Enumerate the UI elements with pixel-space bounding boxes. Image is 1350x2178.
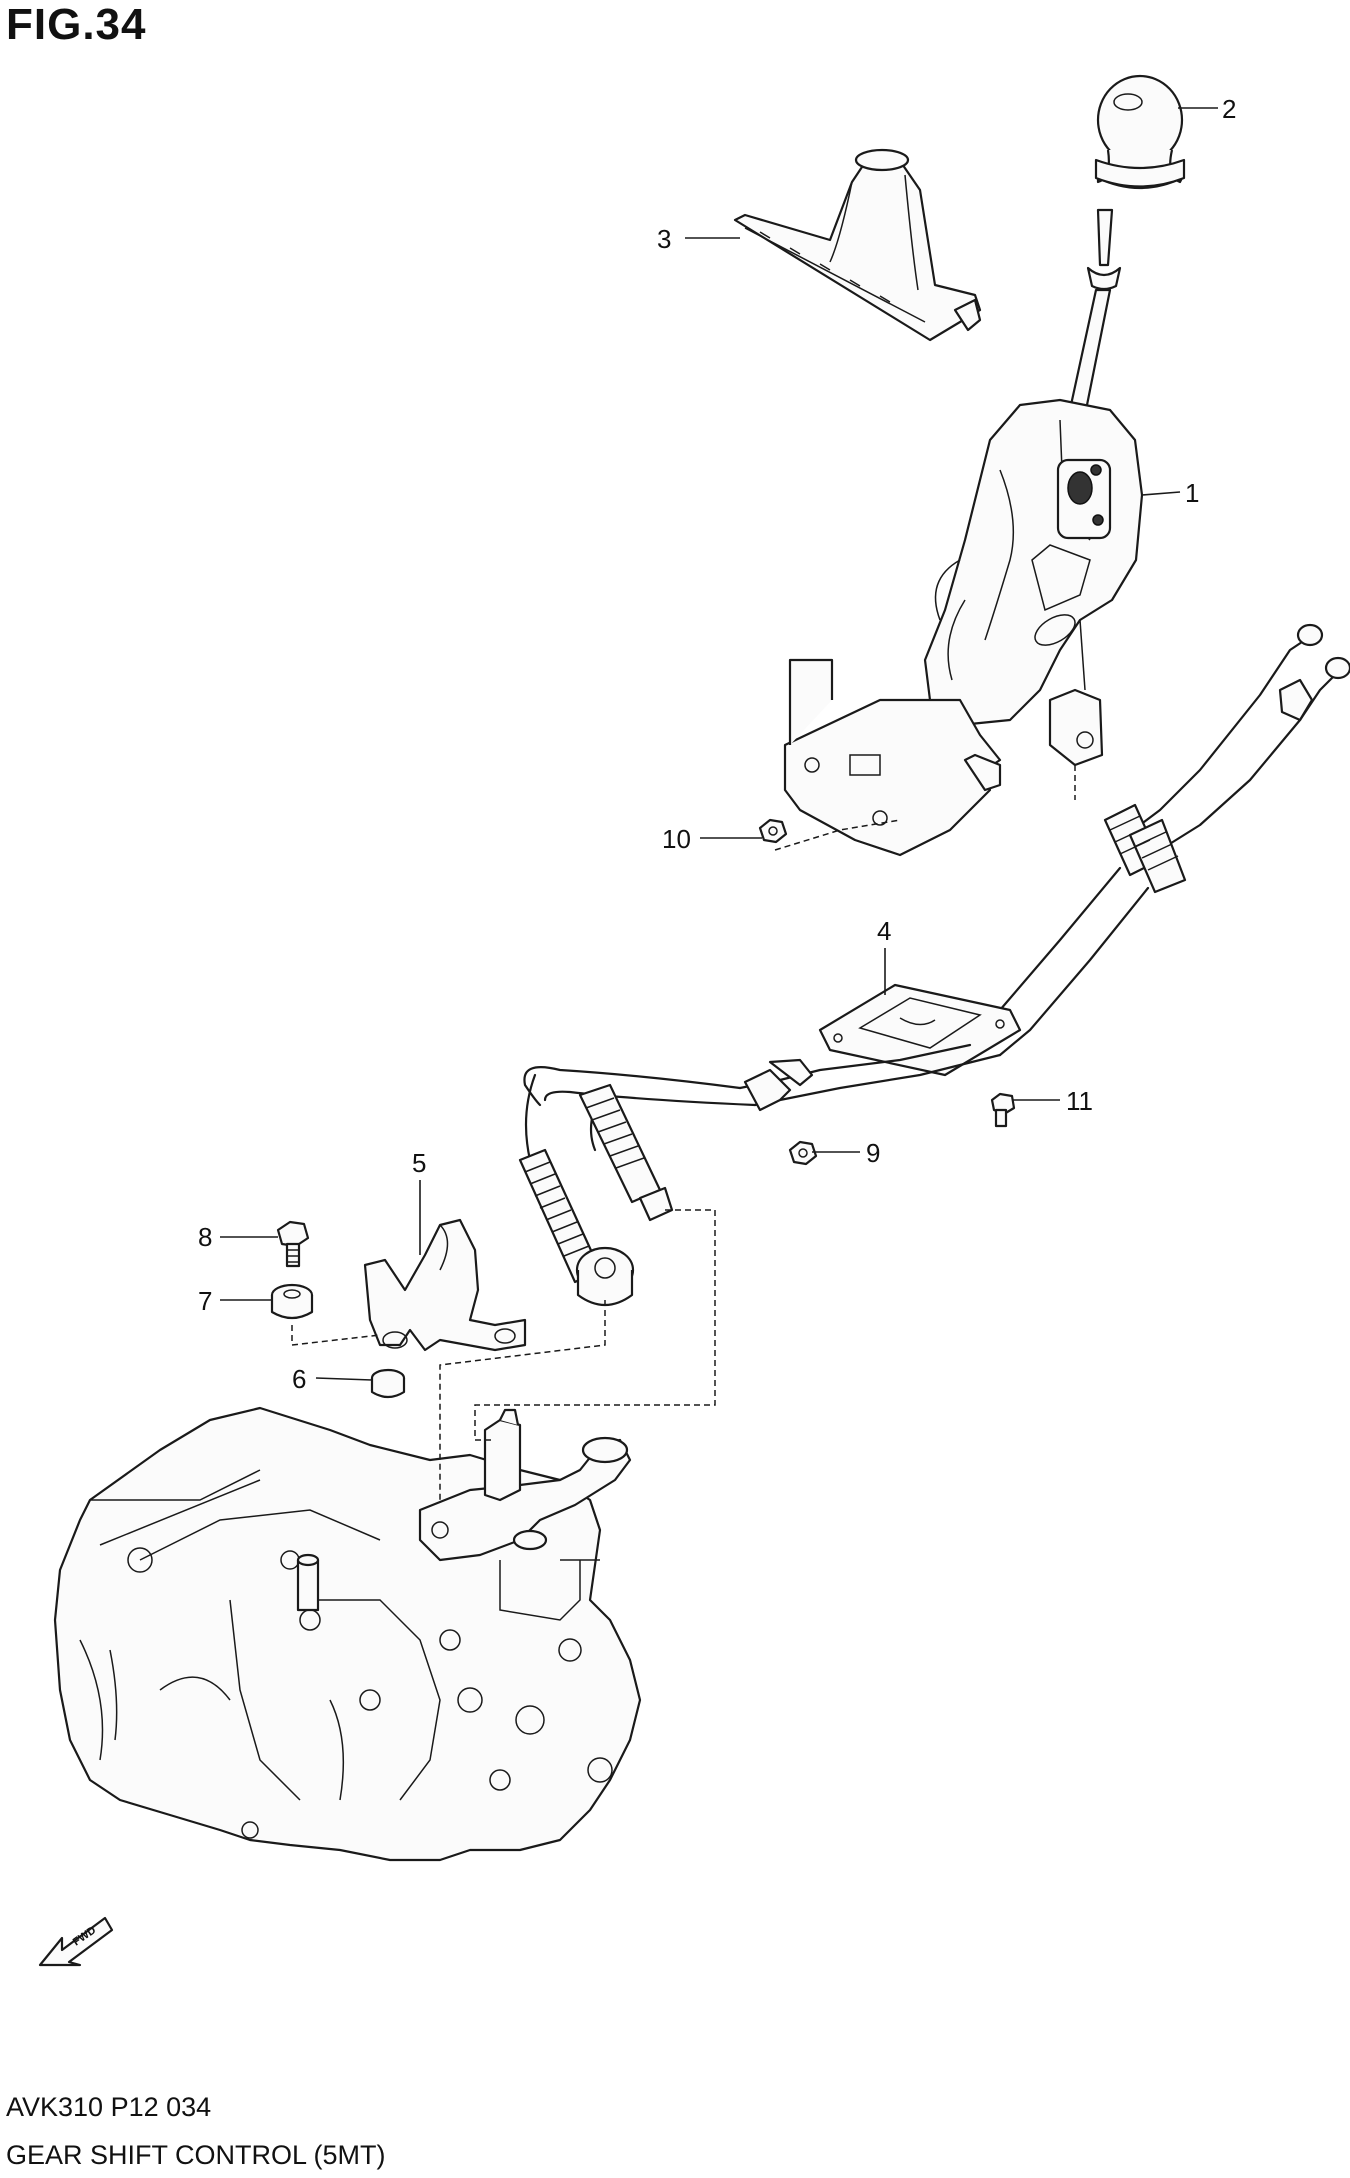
gear-shift-lever-assembly[interactable]	[783, 208, 1144, 857]
nut-9[interactable]	[788, 1140, 818, 1166]
collar-6[interactable]	[370, 1368, 406, 1399]
assembly-reference-lines	[291, 765, 1076, 1500]
callout-numbers: 2 3 1 4 5 6 7 8 9 10 11	[198, 94, 1236, 1394]
bolt-11[interactable]	[990, 1092, 1016, 1128]
callout-11: 11	[1066, 1086, 1093, 1116]
callout-7: 7	[198, 1286, 212, 1316]
callout-2: 2	[1222, 94, 1236, 124]
diagram-caption: GEAR SHIFT CONTROL (5MT)	[6, 2140, 386, 2170]
callout-1: 1	[1185, 478, 1199, 508]
figure-title: FIG.34	[6, 0, 147, 49]
callout-10: 10	[662, 824, 691, 854]
nut-10[interactable]	[758, 818, 788, 844]
forward-direction-arrow: FWD	[38, 1916, 114, 1967]
shift-cable-lower[interactable]	[518, 1043, 1002, 1307]
shift-boot[interactable]	[733, 148, 982, 342]
callout-3: 3	[657, 224, 671, 254]
shift-knob[interactable]	[1094, 74, 1186, 190]
callout-8: 8	[198, 1222, 212, 1252]
cable-grommet-plate[interactable]	[818, 983, 1022, 1077]
cable-bracket[interactable]	[363, 1218, 527, 1352]
callout-4: 4	[877, 916, 891, 946]
diagram-code: AVK310 P12 034	[6, 2092, 212, 2122]
bushing-7[interactable]	[270, 1283, 314, 1320]
transmission-case	[53, 1406, 642, 1862]
bolt-8[interactable]	[276, 1220, 310, 1268]
callout-9: 9	[866, 1138, 880, 1168]
callout-leaders	[220, 107, 1218, 1381]
callout-6: 6	[292, 1364, 306, 1394]
shift-cable-upper[interactable]	[968, 623, 1350, 1057]
callout-5: 5	[412, 1148, 426, 1178]
